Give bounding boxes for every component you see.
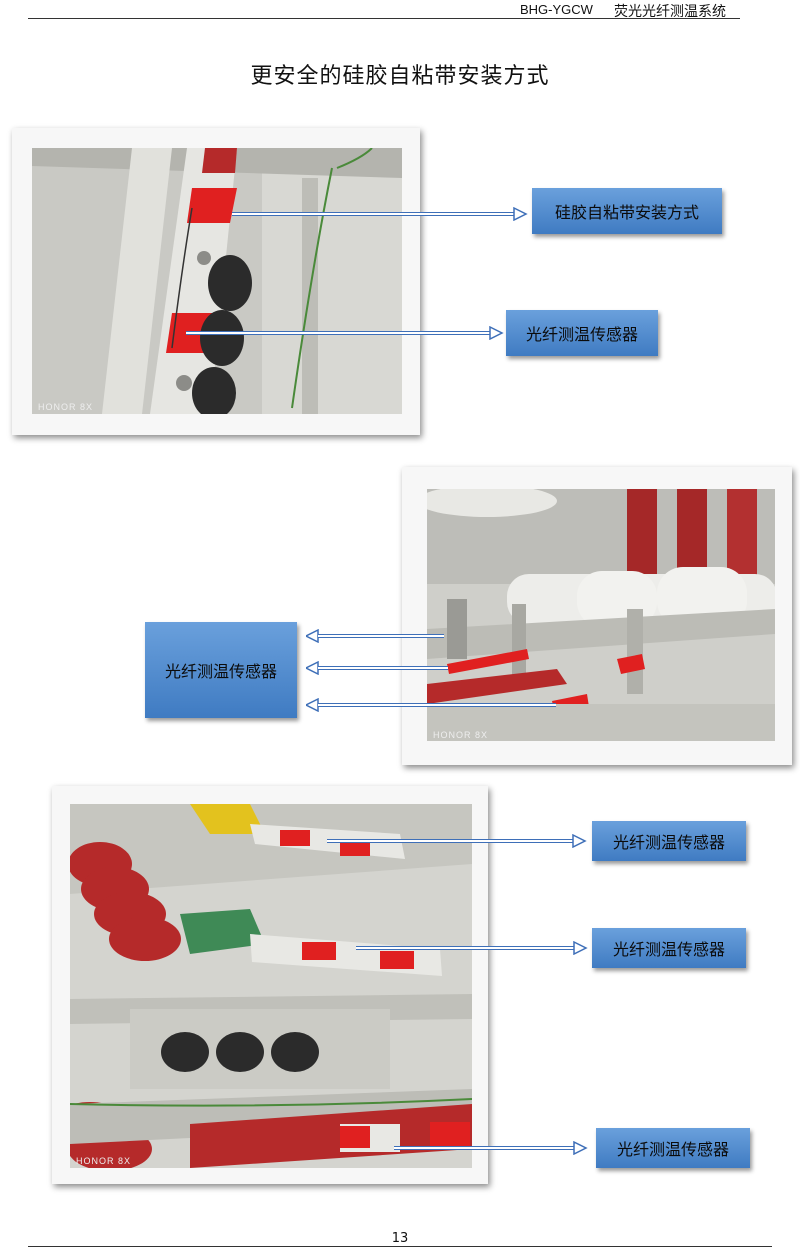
arrow-1 xyxy=(232,207,528,221)
photo-watermark: HONOR 8X xyxy=(76,1156,131,1166)
photo-frame-1: HONOR 8X xyxy=(12,128,420,435)
page-header: BHG-YGCW 荧光光纤测温系统 xyxy=(0,0,800,22)
arrow-6 xyxy=(327,834,587,848)
photo-watermark: HONOR 8X xyxy=(433,730,488,740)
arrow-8 xyxy=(394,1141,588,1155)
header-code: BHG-YGCW xyxy=(520,2,593,17)
callout-silicone-tape-label: 硅胶自粘带安装方式 xyxy=(554,203,699,222)
callout-sensor-5: 光纤测温传感器 xyxy=(596,1128,750,1168)
page-title: 更安全的硅胶自粘带安装方式 xyxy=(250,64,550,89)
photo-busbar-insulators: HONOR 8X xyxy=(70,804,472,1168)
photo-frame-2: HONOR 8X xyxy=(402,467,792,765)
callout-silicone-tape: 硅胶自粘带安装方式 xyxy=(532,188,722,234)
photo-switchgear-contacts: HONOR 8X xyxy=(427,489,775,741)
photo-frame-3: HONOR 8X xyxy=(52,786,488,1184)
callout-sensor-4-label: 光纤测温传感器 xyxy=(612,940,725,959)
callout-sensor-5-label: 光纤测温传感器 xyxy=(616,1140,729,1159)
arrow-2 xyxy=(186,326,504,340)
photo-busbar-tape: HONOR 8X xyxy=(32,148,402,414)
arrow-4 xyxy=(306,661,448,675)
callout-sensor-1: 光纤测温传感器 xyxy=(506,310,658,356)
arrow-3 xyxy=(306,629,444,643)
photo-watermark: HONOR 8X xyxy=(38,402,93,412)
page-number: 13 xyxy=(391,1231,409,1246)
header-rule xyxy=(28,18,740,19)
arrow-5 xyxy=(306,698,556,712)
callout-sensor-2-label: 光纤测温传感器 xyxy=(164,662,277,681)
callout-sensor-1-label: 光纤测温传感器 xyxy=(525,325,638,344)
callout-sensor-3: 光纤测温传感器 xyxy=(592,821,746,861)
footer-rule xyxy=(28,1246,772,1247)
arrow-7 xyxy=(356,941,588,955)
header-system-name: 荧光光纤测温系统 xyxy=(614,4,726,20)
callout-sensor-2: 光纤测温传感器 xyxy=(145,622,297,718)
callout-sensor-4: 光纤测温传感器 xyxy=(592,928,746,968)
callout-sensor-3-label: 光纤测温传感器 xyxy=(612,833,725,852)
